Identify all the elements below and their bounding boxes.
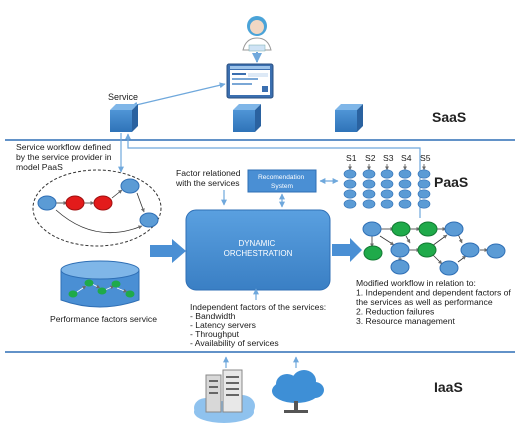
svg-text:S3: S3: [383, 153, 394, 163]
service-node: [380, 179, 394, 189]
user-icon: [242, 16, 272, 52]
workflow-to-orchestration-arrow: [150, 239, 186, 263]
cloud-computer-icon: [272, 370, 324, 413]
service-node: [417, 179, 431, 189]
service-node: [343, 169, 357, 179]
service-node: [417, 199, 431, 209]
service-workflow: [32, 169, 162, 247]
layer-saas: SaaS: [432, 109, 466, 125]
service-cube-3: [335, 104, 363, 132]
application-window-icon: [226, 63, 274, 99]
orchestration-label: DYNAMIC ORCHESTRATION: [224, 239, 293, 258]
modified-workflow-text: Modified workflow in relation to: 1. Ind…: [356, 278, 513, 326]
recommendation-label: Recomendation System: [258, 174, 306, 190]
service-node: [380, 189, 394, 199]
modified-workflow: [362, 221, 506, 276]
service-node: [343, 189, 357, 199]
service-node: [417, 169, 431, 179]
svg-text:S4: S4: [401, 153, 412, 163]
service-node: [380, 199, 394, 209]
service-node: [417, 189, 431, 199]
recommendation-system: [247, 169, 317, 193]
service-to-app-arrow: [131, 82, 226, 108]
orchestration-to-modified-arrow: [332, 238, 362, 262]
service-node: [398, 169, 412, 179]
service-node: [362, 189, 376, 199]
server-cloud-icon: [194, 369, 255, 423]
service-node: [398, 179, 412, 189]
service-label: Service: [108, 92, 138, 102]
svg-text:S2: S2: [365, 153, 376, 163]
performance-database: [60, 260, 140, 308]
service-node: [362, 169, 376, 179]
service-node: [343, 179, 357, 189]
layer-iaas: IaaS: [434, 379, 463, 395]
service-node: [362, 179, 376, 189]
factor-label: Factor relationed with the services: [175, 168, 243, 188]
workflow-label: Service workflow defined by the service …: [16, 142, 114, 172]
service-cube-1: [110, 104, 138, 132]
service-node: [380, 169, 394, 179]
service-node: [398, 199, 412, 209]
svg-text:S1: S1: [346, 153, 357, 163]
svg-text:S5: S5: [420, 153, 431, 163]
service-node: [343, 199, 357, 209]
service-cube-2: [233, 104, 261, 132]
service-node: [398, 189, 412, 199]
service-node: [362, 199, 376, 209]
performance-label: Performance factors service: [50, 314, 157, 324]
services-header: S1 S2 S3 S4 S5: [346, 153, 431, 163]
independent-factors-text: Independent factors of the services: - B…: [190, 302, 329, 348]
services-grid: [343, 164, 431, 209]
layer-paas: PaaS: [434, 174, 468, 190]
